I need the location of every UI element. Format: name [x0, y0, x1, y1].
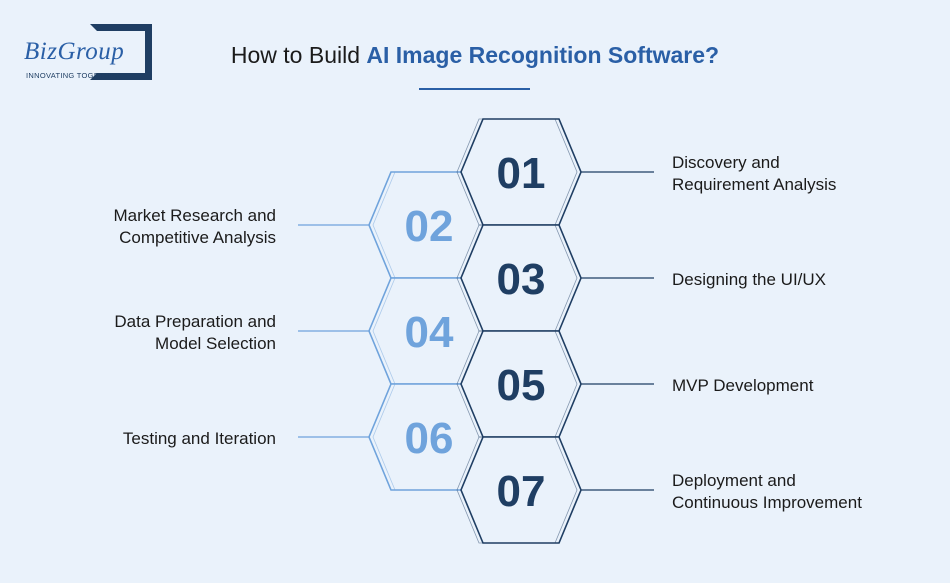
step-label-line: Continuous Improvement — [672, 493, 862, 512]
title-highlight: AI Image Recognition Software? — [366, 42, 720, 68]
step-number-02: 02 — [405, 202, 454, 251]
step-label-line: Model Selection — [155, 334, 276, 353]
step-label-line: Testing and Iteration — [122, 429, 276, 448]
step-label-line: Requirement Analysis — [672, 175, 837, 194]
step-label-line: Discovery and — [672, 153, 780, 172]
step-label-line: Deployment and — [672, 471, 796, 490]
brand-logo: BizGroup INNOVATING TOGETHER — [22, 24, 162, 84]
step-label-line: Market Research and — [113, 206, 276, 225]
step-label-line: Data Preparation and — [114, 312, 276, 331]
page-title: How to Build AI Image Recognition Softwa… — [0, 42, 950, 69]
step-label-05: MVP Development — [672, 375, 932, 397]
logo-wordmark: BizGroup — [24, 38, 127, 66]
step-number-07: 07 — [497, 467, 546, 516]
step-label-line: Designing the UI/UX — [672, 270, 827, 289]
step-label-line: Competitive Analysis — [119, 228, 276, 247]
step-number-05: 05 — [497, 361, 546, 410]
step-label-06: Testing and Iteration — [76, 428, 276, 450]
step-label-line: MVP Development — [672, 376, 814, 395]
step-label-03: Designing the UI/UX — [672, 269, 932, 291]
step-number-04: 04 — [405, 308, 454, 357]
title-prefix: How to Build — [230, 42, 367, 68]
title-underline — [419, 88, 530, 90]
step-number-01: 01 — [497, 149, 546, 198]
logo-tagline: INNOVATING TOGETHER — [26, 71, 121, 80]
step-hexagon-07 — [460, 436, 582, 544]
step-number-03: 03 — [497, 255, 546, 304]
step-hexagon-inner-07 — [456, 436, 578, 544]
logo-frame — [90, 24, 152, 80]
step-number-06: 06 — [405, 414, 454, 463]
